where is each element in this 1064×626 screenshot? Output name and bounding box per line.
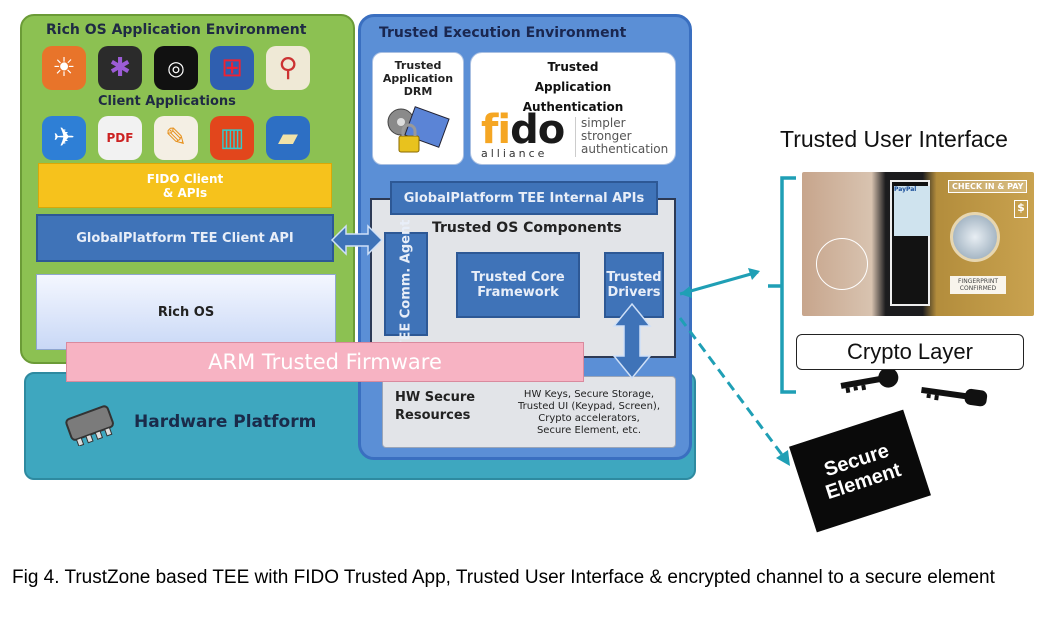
rich-os-box: Rich OS	[36, 274, 336, 350]
fido-logo-word: fido	[481, 107, 565, 153]
fido-client-apis: FIDO Client & APIs	[38, 163, 332, 208]
hw-detail-2: Trusted UI (Keypad, Screen),	[517, 401, 661, 412]
tui-arrowhead-left	[680, 286, 692, 298]
secure-element-arrowhead	[776, 450, 790, 466]
settings-sun-icon[interactable]: ☀	[42, 46, 86, 90]
chart-icon[interactable]: ⊞	[210, 46, 254, 90]
rich-os-env-title: Rich OS Application Environment	[46, 22, 307, 38]
wireless-icon[interactable]: ✱	[98, 46, 142, 90]
gp-tee-client-api: GlobalPlatform TEE Client API	[36, 214, 334, 262]
hw-detail-1: HW Keys, Secure Storage,	[523, 389, 655, 400]
hw-secure-resources: HW Secure Resources HW Keys, Secure Stor…	[382, 376, 676, 448]
paypal-label: PayPal	[894, 186, 930, 236]
app-icons-row-1: ☀ ✱ ◎ ⊞ ⚲	[42, 46, 310, 90]
hw-secure-title: HW Secure Resources	[395, 390, 476, 423]
folder-icon[interactable]: ▰	[266, 116, 310, 160]
drivers-to-hw-arrow	[612, 302, 652, 380]
key-icon-1	[840, 367, 899, 394]
trusted-core-framework: Trusted Core Framework	[456, 252, 580, 318]
ta-drm-line1: Trusted	[394, 59, 442, 72]
secure-element-dashed-arrow	[678, 317, 788, 461]
books-icon[interactable]: ▥	[210, 116, 254, 160]
pen-icon[interactable]: ✎	[154, 116, 198, 160]
fingerprint-icon	[950, 212, 1000, 262]
key-icon-2	[921, 386, 988, 407]
ta-auth-line1: Trusted	[547, 60, 599, 74]
nfc-icon[interactable]: ◎	[154, 46, 198, 90]
client-applications-label: Client Applications	[98, 94, 236, 109]
client-api-to-comm-agent-arrow	[330, 224, 384, 256]
arm-trusted-firmware: ARM Trusted Firmware	[66, 342, 584, 382]
gp-tee-internal-apis: GlobalPlatform TEE Internal APIs	[390, 181, 658, 215]
ta-auth-line3: Authentication	[522, 100, 624, 114]
trusted-app-drm: Trusted Application DRM	[372, 52, 464, 165]
maps-icon[interactable]: ⚲	[266, 46, 310, 90]
hw-detail-4: Secure Element, etc.	[536, 425, 642, 436]
tee-title: Trusted Execution Environment	[379, 25, 627, 41]
tee-comm-agent: TEE Comm. Agent	[384, 219, 428, 349]
app-icons-row-2: ✈ PDF ✎ ▥ ▰	[42, 116, 310, 160]
fido-alliance-logo: fido alliance simpler stronger authentic…	[479, 107, 669, 161]
fido-client-line1: FIDO Client	[146, 171, 224, 186]
airplane-icon[interactable]: ✈	[42, 116, 86, 160]
fido-logo-fi: fi	[481, 107, 511, 153]
ta-auth-line2: Application	[534, 80, 612, 94]
pdf-icon[interactable]: PDF	[98, 116, 142, 160]
fingerprint-confirmed-label: FINGERPRINT CONFIRMED	[950, 276, 1006, 294]
phone-screen-graphic: PayPal	[890, 180, 930, 306]
film-lock-icon	[383, 102, 453, 158]
figure-caption: Fig 4. TrustZone based TEE with FIDO Tru…	[12, 567, 995, 588]
trusted-user-interface-title: Trusted User Interface	[780, 126, 1008, 152]
phone-ring-graphic	[816, 238, 868, 290]
trusted-os-title: Trusted OS Components	[432, 220, 622, 236]
dollar-icon: $	[1014, 200, 1028, 218]
ta-drm-line2: Application	[382, 72, 454, 85]
trusted-app-authentication: Trusted Application Authentication fido …	[470, 52, 676, 165]
check-in-pay-label: CHECK IN & PAY	[948, 180, 1028, 193]
hardware-platform-label: Hardware Platform	[134, 412, 317, 432]
trusted-ui-photo: PayPal CHECK IN & PAY $ FINGERPRINT CONF…	[802, 172, 1034, 316]
fido-tagline-1: simpler	[581, 116, 626, 130]
hw-detail-3: Crypto accelerators,	[538, 413, 640, 424]
fido-client-line2: & APIs	[162, 185, 208, 200]
chip-icon	[58, 402, 122, 447]
fido-tagline-2: stronger	[581, 129, 632, 143]
ta-drm-line3: DRM	[403, 85, 433, 98]
crypto-layer: Crypto Layer	[796, 334, 1024, 370]
fido-tagline-3: authentication	[581, 142, 669, 156]
fido-tagline: simpler stronger authentication	[581, 117, 668, 156]
tui-arrowhead-right	[748, 268, 760, 280]
fido-logo-alliance: alliance	[481, 147, 548, 160]
fido-logo-divider	[575, 117, 576, 157]
hw-secure-details: HW Keys, Secure Storage, Trusted UI (Key…	[507, 389, 671, 437]
drivers-to-tui-arrow	[679, 270, 759, 296]
tui-bracket	[768, 176, 796, 394]
